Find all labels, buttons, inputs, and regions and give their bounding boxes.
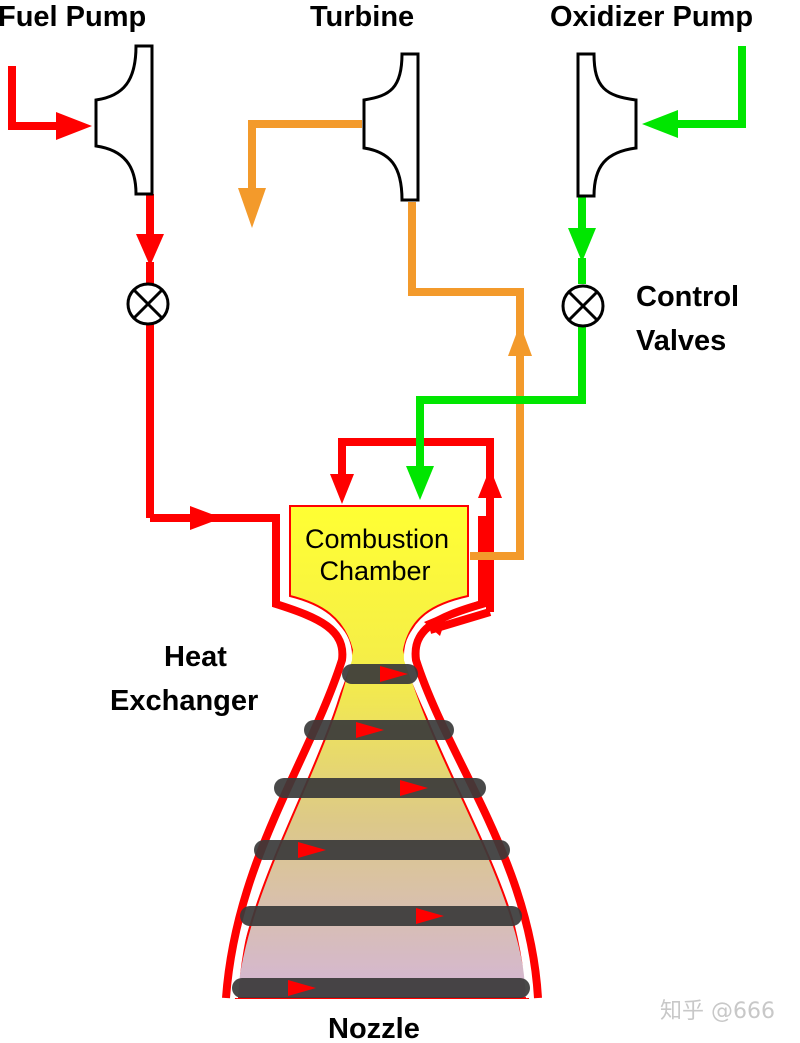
fuel-jacket-arrow	[190, 506, 222, 530]
oxidizer-chamber-arrow	[406, 466, 434, 500]
oxidizer-line	[416, 46, 746, 470]
cooling-band	[274, 778, 486, 798]
fuel-inlet-arrow	[56, 112, 92, 140]
flow-arrow	[288, 980, 316, 996]
flow-arrow	[380, 666, 408, 682]
oxidizer-pump-label: Oxidizer Pump	[550, 1, 753, 33]
combustion-chamber-label-line1: Combustion	[305, 524, 449, 554]
control-valves-label-line2: Valves	[636, 325, 726, 357]
heat-exchanger-label-line2: Exchanger	[110, 685, 258, 717]
flow-arrow	[298, 842, 326, 858]
oxidizer-control-valve-icon	[561, 284, 605, 328]
control-valves-label-line1: Control	[636, 281, 739, 313]
flow-arrow	[416, 908, 444, 924]
nozzle-label: Nozzle	[328, 1013, 420, 1043]
coolant-jacket-left	[222, 516, 347, 999]
fuel-control-valve-icon	[126, 282, 170, 326]
fuel-down-arrow	[136, 234, 164, 266]
cooling-band	[254, 840, 510, 860]
cooling-flow-arrows	[288, 666, 444, 996]
fuel-pump-icon	[94, 44, 154, 196]
fuel-return-arrow	[424, 612, 448, 636]
fuel-up-arrow	[478, 468, 502, 498]
turbine-line	[248, 120, 524, 560]
cooling-band	[232, 978, 530, 998]
fuel-pump-label: Fuel Pump	[0, 1, 146, 33]
cooling-bands	[232, 664, 530, 998]
flow-arrow	[356, 722, 384, 738]
turbine-arrows	[238, 188, 532, 356]
fuel-chamber-arrow	[330, 474, 354, 504]
turbine-exhaust-arrow	[238, 188, 266, 228]
fuel-arrows	[56, 112, 502, 636]
flow-arrow	[400, 780, 428, 796]
heat-exchanger-label-line1: Heat	[164, 641, 227, 673]
turbine-icon	[362, 52, 420, 202]
combustion-chamber-label-line2: Chamber	[319, 556, 430, 586]
turbine-label: Turbine	[310, 1, 414, 33]
oxidizer-arrows	[406, 110, 678, 500]
oxidizer-pump-icon	[576, 52, 638, 198]
oxidizer-inlet-arrow	[642, 110, 678, 138]
turbine-drive-arrow	[508, 324, 532, 356]
watermark: 知乎 @666	[660, 999, 775, 1024]
oxidizer-down-arrow	[568, 228, 596, 262]
cooling-band	[240, 906, 522, 926]
